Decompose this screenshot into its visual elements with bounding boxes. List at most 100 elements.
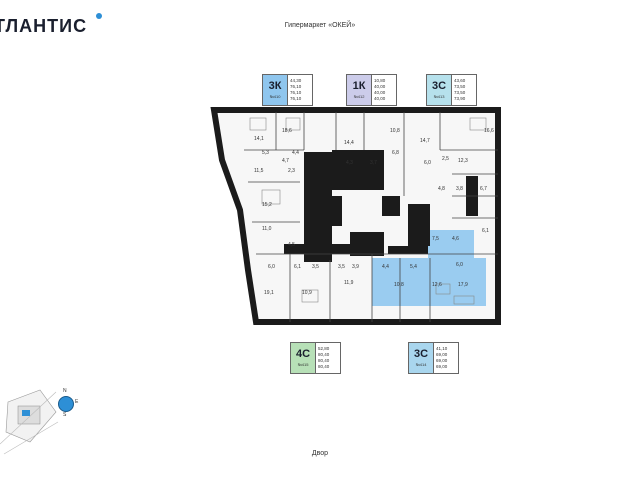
room-area: 3,5 [312,264,319,270]
room-area: 14,4 [344,140,354,146]
area-value: 76,10 [290,95,302,101]
room-area: 12,6 [432,282,442,288]
room-area: 18,6 [282,128,292,134]
room-area: 3,9 [352,264,359,270]
area-value: 44,30 [290,78,302,84]
selected-unit-highlight [372,258,486,306]
room-area: 4,3 [346,160,353,166]
apartment-card-1k[interactable]: 1К №412 10,80 40,00 40,00 40,00 [346,74,397,106]
apartment-code: 3С №413 [427,75,452,105]
area-value: 80,40 [318,352,330,358]
apartment-rooms: 4С [295,348,311,360]
brand-dot-icon [96,13,102,19]
room-area: 2,3 [288,168,295,174]
room-area: 3,8 [456,186,463,192]
area-value: 73,50 [454,90,466,95]
apartment-code: 3С №414 [409,343,434,373]
room-area: 3,7 [370,160,377,166]
apartment-rooms: 3С [413,348,429,360]
room-area: 11,0 [262,226,272,232]
room-area: 5,4 [410,264,417,270]
apartment-number: №415 [297,362,309,367]
area-value: 69,00 [436,363,448,369]
corridor-wall-b [388,246,428,254]
room-area: 6,1 [294,264,301,270]
area-value: 69,00 [436,358,448,363]
area-value: 69,00 [436,352,448,358]
room-area: 11,5 [254,168,264,174]
compass-south: S [63,412,67,418]
room-area: 4,8 [438,186,445,192]
room-area: 3,5 [338,264,345,270]
apartment-areas: 41,10 69,00 69,00 69,00 [434,343,458,373]
area-value: 73,50 [454,84,466,90]
apartment-areas: 43,60 73,50 73,50 73,90 [452,75,476,105]
area-value: 41,10 [436,346,448,352]
furniture [249,117,487,305]
apartment-card-3c-bottom[interactable]: 3С №414 41,10 69,00 69,00 69,00 [408,342,459,374]
room-area: 4,7 [282,158,289,164]
apartment-code: 3К №410 [263,75,288,105]
compass-east: E [75,399,79,405]
selected-unit-highlight-b [428,230,474,258]
core-center [332,150,384,190]
apartment-number: №410 [269,94,281,99]
apartment-code: 4С №415 [291,343,316,373]
core-left [304,152,332,262]
room-area: 4,4 [382,264,389,270]
room-area: 7,5 [432,236,439,242]
room-area: 5,3 [262,150,269,156]
room-area: 6,0 [268,264,275,270]
room-area: 12,3 [458,158,468,164]
area-value: 76,10 [290,90,302,95]
area-value: 73,90 [454,95,466,101]
corridor-wall-c [330,196,342,226]
room-area: 14,1 [254,136,264,142]
area-value: 80,40 [318,358,330,363]
area-value: 52,80 [318,346,330,352]
room-area: 4,4 [292,150,299,156]
courtyard-label: Двор [311,450,329,457]
room-area: 10,9 [302,290,312,296]
room-area: 19,1 [264,290,274,296]
area-value: 40,00 [374,84,386,90]
apartment-rooms: 3К [268,80,282,92]
apartment-rooms: 3С [431,80,447,92]
apartment-number: №413 [433,94,445,99]
room-area: 4,6 [452,236,459,242]
room-area: 6,7 [480,186,487,192]
apartment-number: №414 [415,362,427,367]
apartment-code: 1К №412 [347,75,372,105]
room-area: 16,6 [484,128,494,134]
apartment-rooms: 1К [352,80,366,92]
apartment-card-3c-top[interactable]: 3С №413 43,60 73,50 73,50 73,90 [426,74,477,106]
area-value: 76,10 [290,84,302,90]
core-right [382,196,400,216]
compass-icon [58,396,74,412]
apartment-areas: 52,80 80,40 80,40 80,40 [316,343,340,373]
apartment-areas: 10,80 40,00 40,00 40,00 [372,75,396,105]
room-area: 14,7 [420,138,430,144]
site-minimap [0,389,59,455]
room-area: 4,5 [288,242,295,248]
apartment-card-3k[interactable]: 3К №410 44,30 76,10 76,10 76,10 [262,74,313,106]
room-area: 10,8 [390,128,400,134]
room-area: 17,9 [458,282,468,288]
apartment-areas: 44,30 76,10 76,10 76,10 [288,75,312,105]
area-value: 40,00 [374,95,386,101]
room-area: 2,5 [442,156,449,162]
core-stair [408,204,430,246]
area-value: 40,00 [374,90,386,95]
place-label: Гипермаркет «ОКЕЙ» [284,22,356,29]
apartment-card-4c[interactable]: 4С №415 52,80 80,40 80,40 80,40 [290,342,341,374]
area-value: 80,40 [318,363,330,369]
compass-north: N [63,388,67,394]
room-area: 6,1 [482,228,489,234]
corridor-wall [284,244,364,254]
apartment-number: №412 [353,94,365,99]
area-value: 10,80 [374,78,386,84]
room-area: 15,2 [262,202,272,208]
room-area: 6,8 [392,150,399,156]
